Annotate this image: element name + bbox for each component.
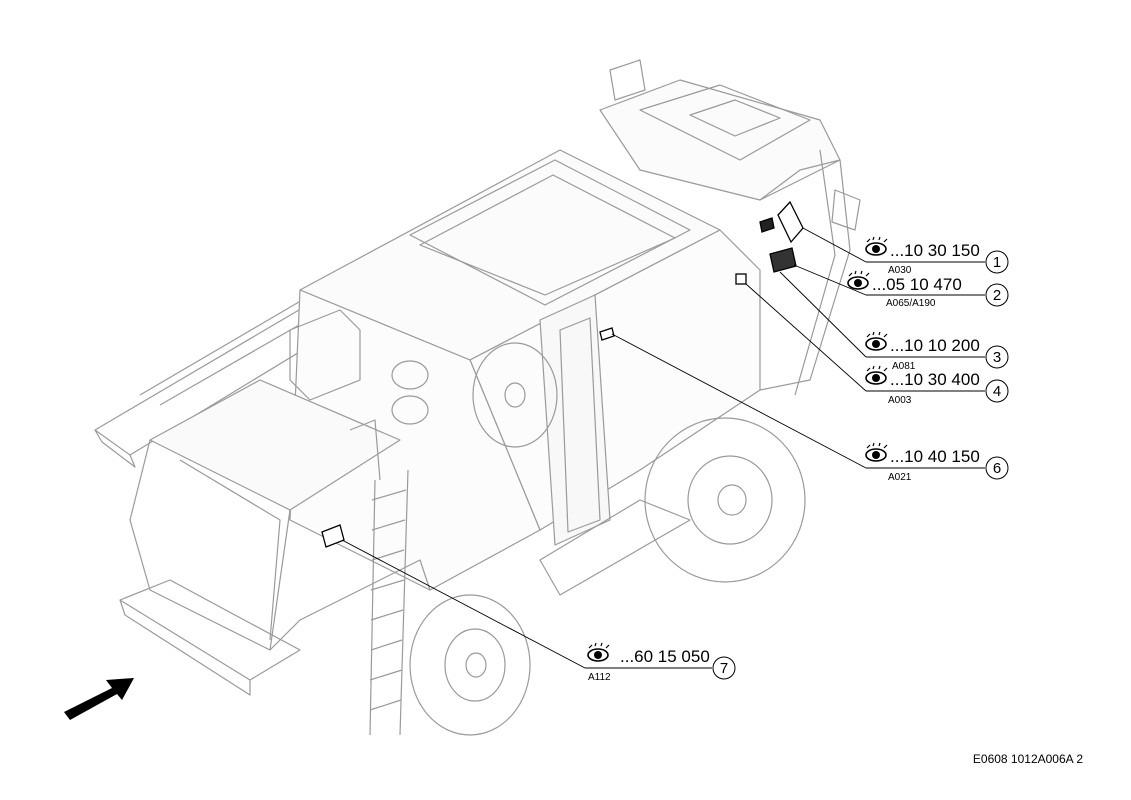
callout-6-number: 6 — [993, 460, 1001, 477]
document-id: E0608 1012A006A 2 — [972, 752, 1083, 766]
callout-2-ref: ...05 10 470 — [872, 275, 962, 294]
component-display-terminal — [777, 200, 804, 244]
eye-icon — [865, 236, 888, 256]
callout-4-ref: ...10 30 400 — [890, 370, 980, 389]
arrow-icon — [64, 678, 134, 720]
callout-2-number: 2 — [993, 287, 1001, 304]
eye-icon — [847, 270, 870, 290]
callout-6-ref: ...10 40 150 — [890, 447, 980, 466]
eye-icon — [865, 365, 888, 385]
callout-3-number: 3 — [993, 349, 1001, 366]
callout-1: ...10 30 150 A030 1 — [865, 236, 1009, 276]
callout-7-sub: A112 — [588, 672, 611, 683]
callout-2-sub: A065/A190 — [886, 298, 936, 309]
callout-7-number: 7 — [720, 660, 728, 677]
component-control-unit — [769, 247, 797, 273]
component-cab-switch — [759, 217, 775, 233]
harvester-drawing — [94, 59, 861, 736]
callout-1-sub: A030 — [888, 265, 912, 276]
eye-icon — [587, 642, 610, 662]
callout-1-number: 1 — [993, 254, 1001, 271]
callout-2: ...05 10 470 A065/A190 2 — [847, 270, 1009, 309]
callout-7: ...60 15 050 A112 7 — [587, 642, 736, 683]
callout-4: ...10 30 400 A003 4 — [865, 365, 1009, 406]
component-panel-module — [599, 327, 615, 341]
eye-icon — [865, 442, 888, 462]
leader-lines — [341, 227, 985, 669]
component-small-box — [735, 273, 747, 285]
eye-icon — [865, 331, 888, 351]
callout-3: ...10 10 200 A081 3 — [865, 331, 1009, 372]
callout-3-sub: A081 — [892, 361, 916, 372]
callout-4-sub: A003 — [888, 395, 912, 406]
callout-1-ref: ...10 30 150 — [890, 241, 980, 260]
callout-6: ...10 40 150 A021 6 — [865, 442, 1009, 483]
component-hood-module — [321, 524, 345, 548]
highlighted-components — [321, 200, 804, 548]
callout-3-ref: ...10 10 200 — [890, 336, 980, 355]
callout-6-sub: A021 — [888, 472, 912, 483]
callout-4-number: 4 — [993, 383, 1001, 400]
callout-7-ref: ...60 15 050 — [620, 647, 710, 666]
